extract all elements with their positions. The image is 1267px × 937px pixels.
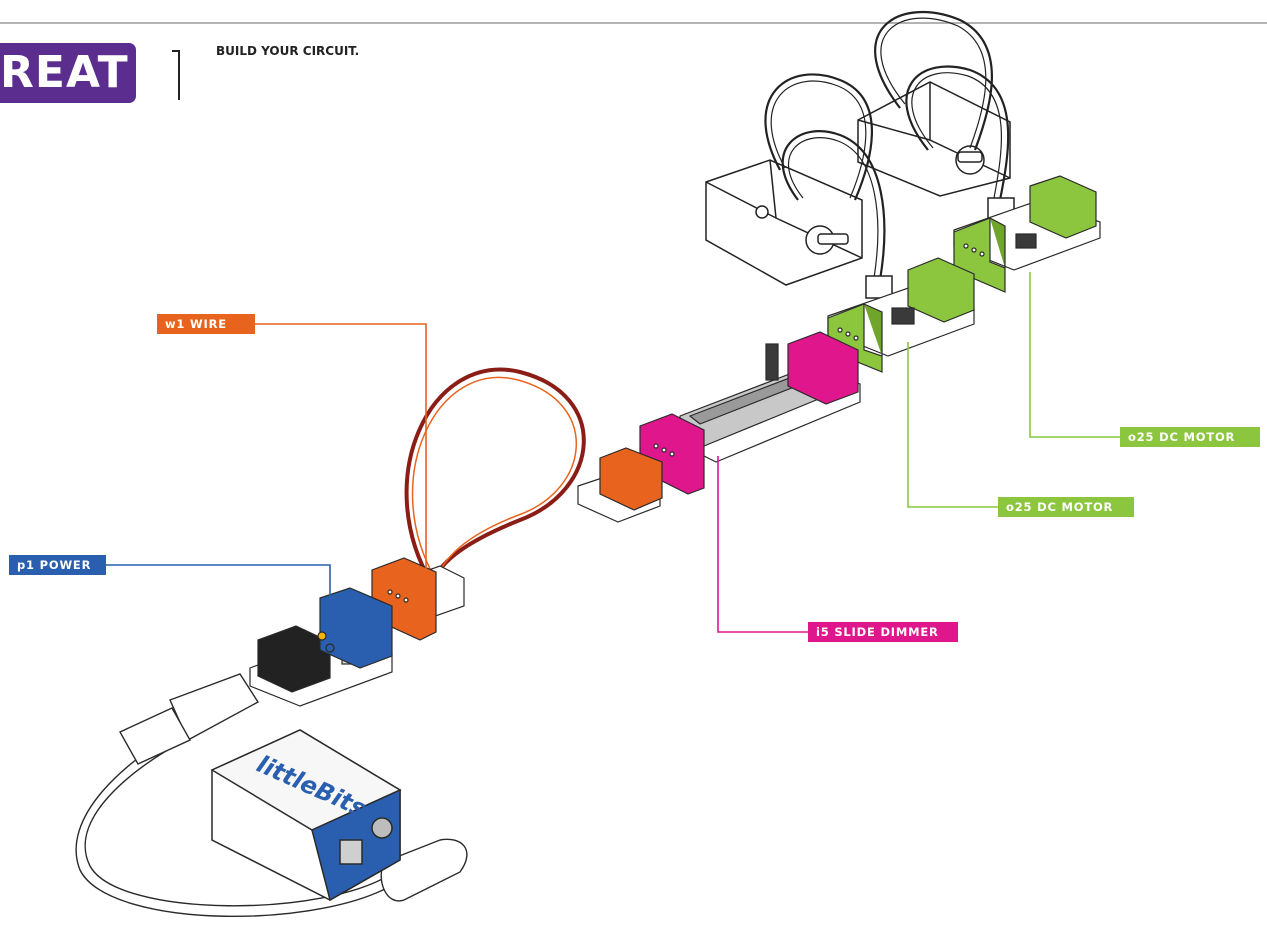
wire-label: w1 WIRE — [157, 314, 255, 334]
wire-leader — [255, 323, 427, 580]
dc-motor-2 — [857, 11, 1015, 221]
step-number-1 — [172, 50, 180, 100]
slide-dimmer-module — [639, 331, 861, 495]
motor-1-leader — [907, 342, 998, 508]
power-leader — [106, 564, 331, 598]
dc-motor-1 — [705, 73, 893, 299]
power-label: p1 POWER — [9, 555, 106, 575]
leader-lines — [106, 272, 1120, 633]
instruction-text: BUILD YOUR CIRCUIT. — [216, 44, 360, 58]
create-title: REATE — [0, 47, 128, 98]
dimmer-label: i5 SLIDE DIMMER — [808, 622, 958, 642]
motor-2-label: o25 DC MOTOR — [1120, 427, 1260, 447]
wire-module — [371, 367, 663, 641]
dimmer-leader — [717, 456, 808, 633]
motor-module-2 — [953, 175, 1101, 293]
battery-9v — [210, 729, 402, 902]
create-badge — [0, 43, 136, 103]
motor-1-label: o25 DC MOTOR — [998, 497, 1134, 517]
battery-cable — [71, 673, 468, 922]
motor-2-leader — [1029, 272, 1120, 438]
power-module — [249, 587, 393, 707]
